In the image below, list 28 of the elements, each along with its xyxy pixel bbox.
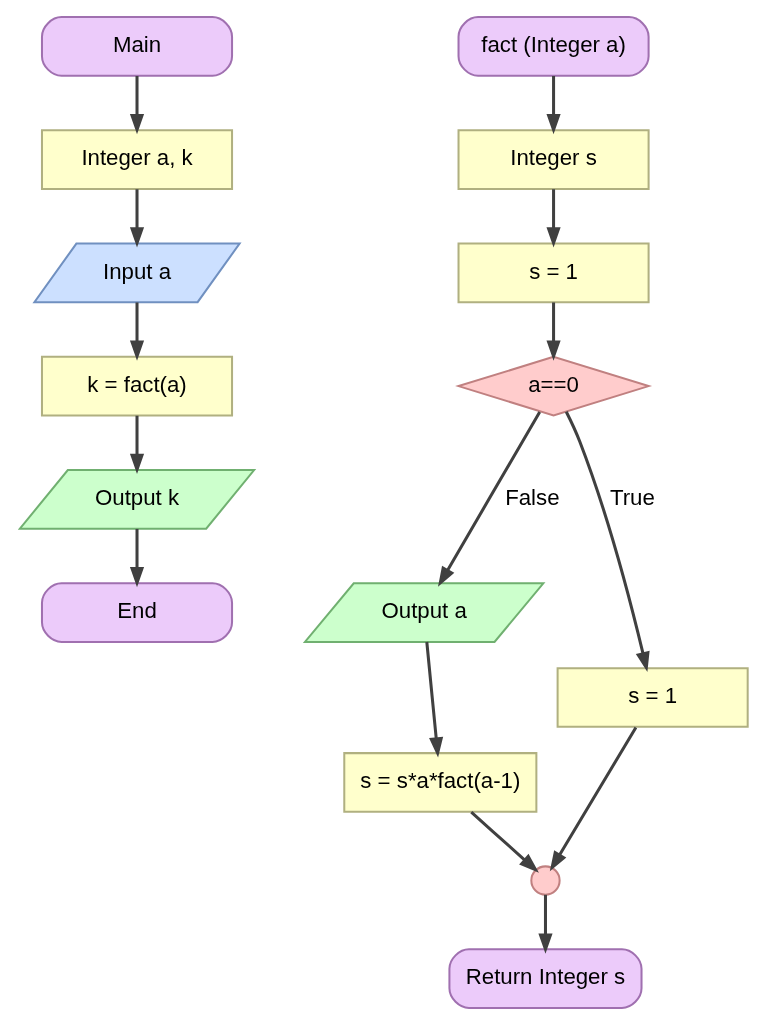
arrow: [546, 301, 561, 361]
arrow: [549, 726, 638, 871]
edge-label: False: [505, 484, 560, 510]
arrow: [538, 894, 553, 954]
arrow: [129, 75, 145, 134]
arrow: [546, 75, 561, 134]
arrow: [546, 188, 561, 248]
arrow: [470, 810, 539, 873]
node-box: fact (Integer a): [457, 15, 650, 77]
node-box: Integer s: [457, 128, 650, 190]
node-box: k = fact(a): [40, 355, 234, 416]
arrow: [129, 188, 145, 248]
node-diamond: a==0: [455, 355, 653, 416]
arrow: [438, 410, 541, 587]
arrow: [129, 415, 145, 474]
node-box: Main: [40, 15, 234, 77]
arrow: [129, 528, 145, 587]
node-box: Integer a, k: [40, 128, 234, 190]
node-circle: [530, 864, 561, 896]
node-box: s = 1: [457, 242, 650, 303]
node-box: End: [40, 581, 234, 643]
node-box: s = 1: [556, 666, 749, 728]
arrow: [129, 301, 145, 361]
edge-label: True: [609, 484, 655, 510]
arrow: [564, 410, 650, 672]
node-box: s = s*a*fact(a-1): [343, 751, 538, 813]
node-box: Return Integer s: [448, 947, 643, 1009]
arrow: [425, 641, 444, 758]
